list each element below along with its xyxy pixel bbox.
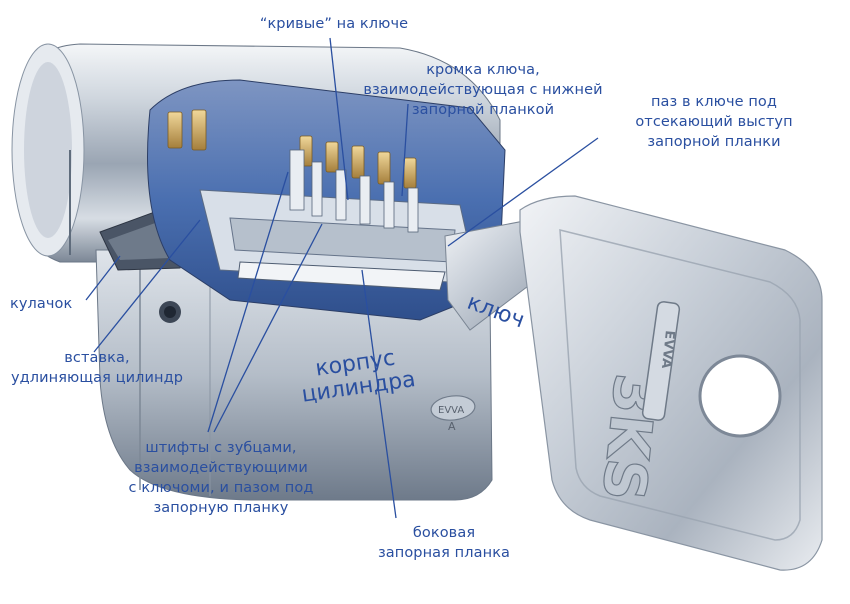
- cylinder-letter: A: [448, 420, 456, 433]
- leader-curves: [329, 37, 349, 201]
- key-logo-marking: EVVA: [658, 330, 677, 370]
- key: 3KS EVVA: [444, 195, 823, 571]
- leader-key-groove: [447, 137, 599, 247]
- leader-cam: [85, 255, 121, 301]
- label-cam: кулачок: [10, 296, 73, 312]
- label-side-bar: боковая запорная планка: [377, 525, 511, 561]
- leader-side-bar: [361, 269, 397, 519]
- cylinder-logo: EVVA A: [430, 395, 476, 433]
- leader-pin-1: [207, 171, 289, 433]
- cylinder-logo-text: EVVA: [438, 405, 464, 416]
- label-curves-on-key: “кривые” на ключе: [259, 16, 409, 32]
- label-extension-insert: вставка, удлиняющая цилиндр: [10, 350, 184, 386]
- cutaway-interior: [147, 79, 506, 321]
- label-pins: штифты с зубцами, взаимодействующими с к…: [128, 440, 314, 516]
- leader-lines: [85, 37, 599, 519]
- leader-pin-2: [213, 223, 323, 433]
- leader-insert: [93, 219, 201, 353]
- leader-key-edge: [401, 103, 409, 197]
- label-key-groove: паз в ключе под отсекающий выступ запорн…: [635, 94, 793, 150]
- label-key-edge: кромка ключа, взаимодействующая с нижней…: [363, 62, 603, 118]
